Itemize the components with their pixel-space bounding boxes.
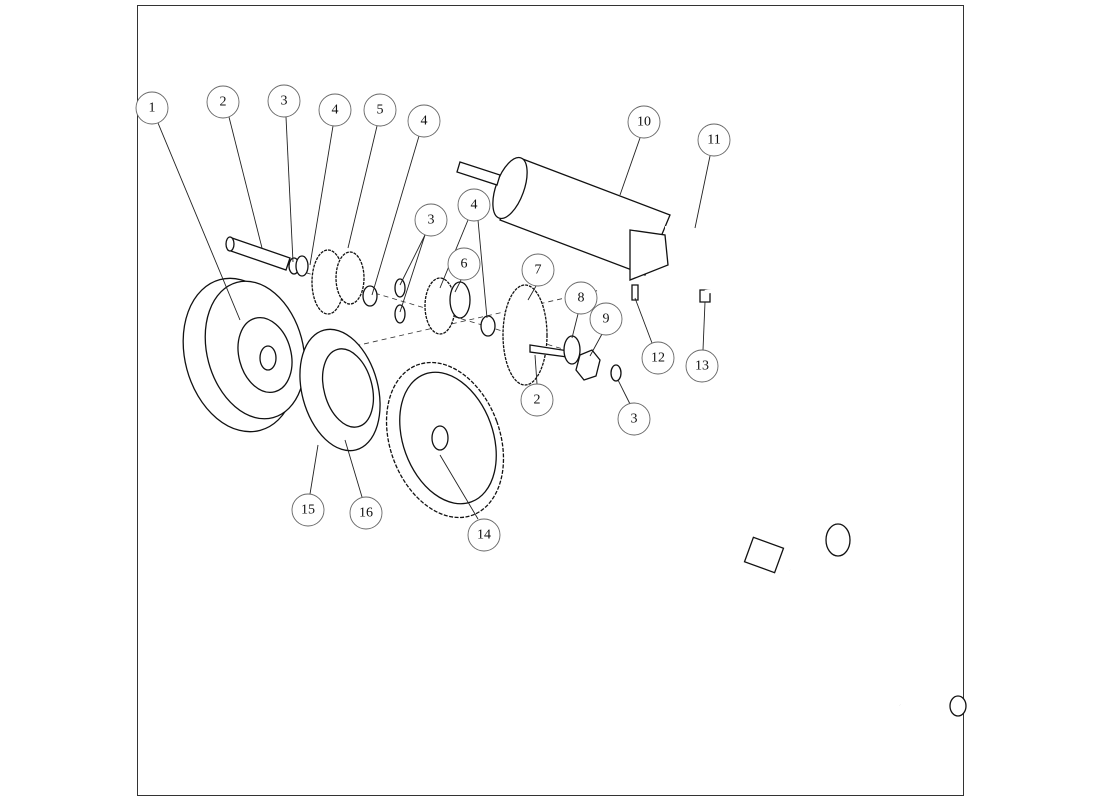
callout-label: 14: [477, 528, 491, 543]
callout-6: 6: [447, 247, 481, 281]
nut-part: [575, 349, 601, 381]
callout-4: 4: [318, 93, 352, 127]
callout-5: 5: [363, 93, 397, 127]
callout-10: 10: [627, 105, 661, 139]
callout-3: 3: [267, 84, 301, 118]
callout-circle: [641, 341, 675, 375]
callout-circle: [407, 104, 441, 138]
callout-13: 13: [685, 349, 719, 383]
callout-label: 9: [603, 312, 610, 327]
callout-label: 8: [578, 291, 585, 306]
washer-part: [394, 278, 406, 298]
washer-part: [563, 335, 581, 365]
callout-4: 4: [407, 104, 441, 138]
callout-label: 11: [707, 133, 720, 148]
callout-circle: [206, 85, 240, 119]
callout-label: 16: [359, 506, 373, 521]
callout-12: 12: [641, 341, 675, 375]
callout-11: 11: [697, 123, 731, 157]
callout-circle: [414, 203, 448, 237]
callout-label: 4: [332, 103, 339, 118]
callout-2: 2: [206, 85, 240, 119]
callout-16: 16: [349, 496, 383, 530]
callout-9: 9: [589, 302, 623, 336]
callout-circle: [564, 281, 598, 315]
callout-circle: [318, 93, 352, 127]
callout-circle: [349, 496, 383, 530]
callout-label: 10: [637, 115, 651, 130]
callout-circle: [267, 84, 301, 118]
callout-3: 3: [414, 203, 448, 237]
callout-circle: [697, 123, 731, 157]
callout-label: 2: [220, 95, 227, 110]
callout-label: 7: [535, 263, 542, 278]
callout-circle: [457, 188, 491, 222]
callout-circle: [363, 93, 397, 127]
flywheel-part: [182, 277, 306, 433]
callout-circle: [627, 105, 661, 139]
callout-circle: [135, 91, 169, 125]
double-gear-part: [311, 249, 378, 315]
callout-circle: [617, 402, 651, 436]
callout-circle: [521, 253, 555, 287]
callout-label: 13: [695, 359, 709, 374]
leader-lines: [157, 116, 711, 520]
callout-circle: [589, 302, 623, 336]
callout-label: 6: [461, 257, 468, 272]
callout-label: 2: [534, 393, 541, 408]
callout-label: 3: [631, 412, 638, 427]
starter-driven-gear-part: [385, 361, 505, 519]
bolt-part: [631, 284, 639, 301]
callout-label: 12: [651, 351, 665, 366]
callout-7: 7: [521, 253, 555, 287]
callout-1: 1: [135, 91, 169, 125]
callout-label: 3: [281, 94, 288, 109]
callout-3: 3: [617, 402, 651, 436]
gear-part: [502, 284, 576, 386]
callout-label: 5: [377, 103, 384, 118]
cable-harness-part: [664, 226, 967, 717]
washer-part: [610, 364, 622, 382]
callout-circle: [520, 383, 554, 417]
callout-circle: [447, 247, 481, 281]
washer-part: [394, 304, 406, 324]
callout-8: 8: [564, 281, 598, 315]
callout-circle: [291, 493, 325, 527]
callout-label: 1: [149, 101, 156, 116]
callout-4: 4: [457, 188, 491, 222]
callout-15: 15: [291, 493, 325, 527]
shaft-part: [225, 236, 309, 277]
one-way-clutch-part: [299, 328, 381, 452]
starter-motor-part: [456, 156, 671, 281]
diagram-frame: [137, 5, 964, 796]
callout-circle: [467, 518, 501, 552]
callout-label: 4: [421, 114, 428, 129]
callout-2: 2: [520, 383, 554, 417]
callout-label: 15: [301, 503, 315, 518]
callout-label: 3: [428, 213, 435, 228]
callout-circle: [685, 349, 719, 383]
callout-14: 14: [467, 518, 501, 552]
callout-label: 4: [471, 198, 478, 213]
